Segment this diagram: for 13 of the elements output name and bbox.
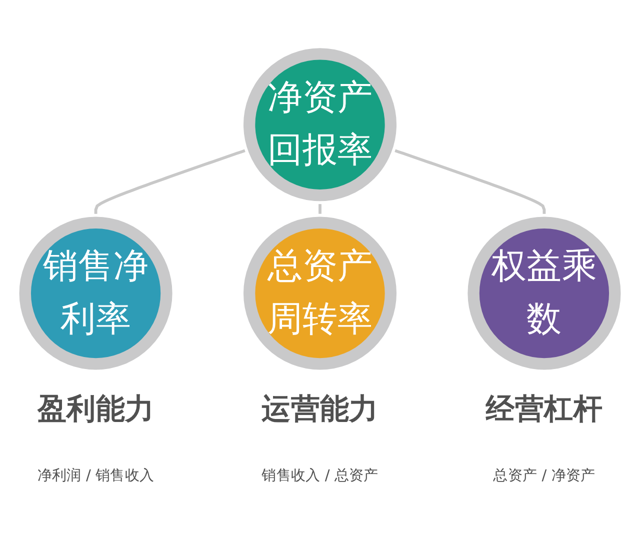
circle-node: 销售净利率 (19, 216, 172, 370)
formula-text: 销售收入 / 总资产 (262, 466, 378, 484)
node-heading: 盈利能力 (37, 392, 154, 426)
formula-text: 净利润 / 销售收入 (38, 466, 154, 484)
connector-line (318, 202, 322, 216)
connector-line (394, 149, 546, 214)
circle-node: 净资产回报率 (243, 48, 397, 202)
circle-node: 权益乘数 (468, 216, 621, 370)
node-heading: 运营能力 (262, 392, 378, 426)
node-heading: 经营杠杆 (486, 392, 603, 426)
connector-line (94, 149, 246, 214)
circle-node: 总资产周转率 (243, 216, 397, 370)
formula-text: 总资产 / 净资产 (493, 466, 596, 484)
